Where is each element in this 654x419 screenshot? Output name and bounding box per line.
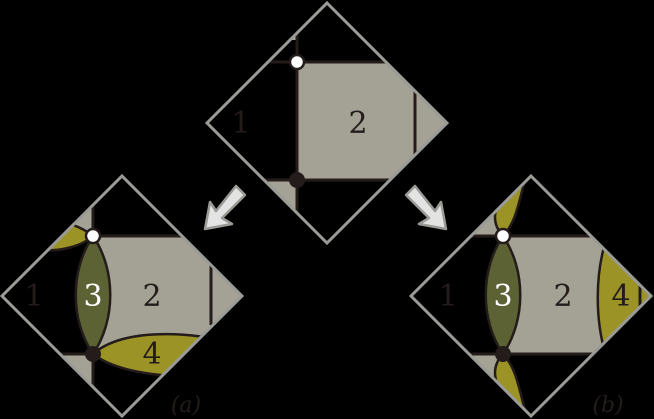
filled-vertex (85, 346, 101, 362)
top-diagram: 1 2 (204, 0, 450, 246)
region-label-3: 3 (83, 279, 102, 314)
region-2-right-spill (413, 62, 447, 180)
arrow-down-left-icon (203, 184, 247, 231)
region-label-2: 2 (553, 279, 572, 314)
region-label-1: 1 (24, 279, 43, 314)
filled-vertex (289, 172, 305, 188)
caption-a: (a) (171, 393, 201, 418)
arrow-to-b (404, 184, 448, 231)
caption-b: (b) (592, 393, 623, 418)
arrow-to-a (203, 184, 247, 231)
open-vertex (494, 227, 512, 245)
diagram-b: 1 3 2 4 (b) (408, 173, 654, 419)
arrow-down-right-icon (404, 184, 448, 231)
region-label-4: 4 (142, 337, 161, 372)
region-olive-bottom (493, 352, 527, 412)
region-label-1: 1 (438, 279, 457, 314)
region-label-2: 2 (142, 279, 161, 314)
diamond-a-outline (0, 173, 245, 419)
filled-vertex (495, 346, 511, 362)
open-vertex (288, 53, 306, 71)
region-label-3: 3 (493, 279, 512, 314)
open-vertex (84, 227, 102, 245)
region-label-1: 1 (231, 106, 250, 141)
region-label-4: 4 (611, 279, 630, 314)
top-diamond-outline (204, 0, 450, 246)
diagram-a: 1 3 2 4 (a) (0, 173, 245, 419)
region-2 (297, 62, 413, 180)
region-label-2: 2 (348, 106, 367, 141)
diamond-b-outline (408, 173, 654, 419)
